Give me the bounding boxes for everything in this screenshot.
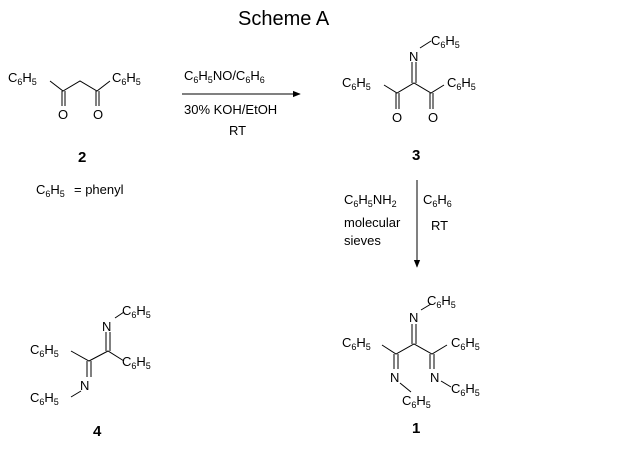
reaction-2-reagent-amine: C6H5NH2 [344,192,397,209]
reaction-arrow-1: C6H5NO/C6H6 30% KOH/EtOH RT [182,68,301,138]
compound-2-phenyl-right: C6H5 [112,70,141,87]
compound-4-phenyl-left: C6H5 [30,342,59,359]
compound-3-number: 3 [412,147,420,164]
compound-3-n-phenyl-bond [419,40,432,49]
phenyl-note-text: = phenyl [74,182,124,197]
compound-2-oxygen-left: O [58,107,68,122]
reaction-1-reagent-middle: 30% KOH/EtOH [184,102,277,117]
compound-3-oxygen-left: O [392,110,402,125]
compound-1-nitrogen-top: N [409,310,418,325]
compound-1-backbone [381,343,448,355]
compound-4-bottom-n-phenyl-bond [70,390,82,398]
reaction-1-reagent-bottom: RT [229,123,246,138]
compound-1-top-n-phenyl: C6H5 [427,293,456,310]
compound-3-oxygen-right: O [428,110,438,125]
compound-4-phenyl-right: C6H5 [122,354,151,371]
compound-1-right-n-phenyl-bond [440,380,452,388]
compound-1-phenyl-left: C6H5 [342,335,371,352]
compound-4-number: 4 [93,423,102,440]
compound-2-number: 2 [78,149,86,166]
compound-3-phenyl-left: C6H5 [342,75,371,92]
compound-3-nitrogen: N [409,49,418,64]
reaction-arrow-2: C6H5NH2 molecular sieves C6H6 RT [344,180,452,268]
compound-3-structure: N C6H5 C6H5 C6H5 O O [342,33,476,125]
compound-4-nitrogen-top: N [102,319,111,334]
reaction-2-reagent-molecular: molecular [344,215,401,230]
compound-2-phenyl-left: C6H5 [8,70,37,87]
compound-3-backbone [383,82,445,94]
compound-4-structure: N C6H5 C6H5 C6H5 N C6H5 [30,303,151,407]
compound-1-right-n-phenyl: C6H5 [451,381,480,398]
compound-1-top-n-phenyl-bond [420,303,432,311]
reaction-2-reagent-sieves: sieves [344,233,381,248]
compound-4-top-n-phenyl: C6H5 [122,303,151,320]
compound-3-phenyl-right: C6H5 [447,75,476,92]
phenyl-note-formula: C6H5 [36,182,65,199]
compound-1-phenyl-right: C6H5 [451,335,480,352]
compound-2-backbone [49,80,111,92]
reaction-2-reagent-benzene: C6H6 [423,192,452,209]
compound-1-nitrogen-left: N [390,370,399,385]
compound-2-structure: C6H5 C6H5 O O [8,70,141,122]
compound-4-bottom-n-phenyl: C6H5 [30,390,59,407]
compound-3-n-phenyl: C6H5 [431,33,460,50]
reaction-2-reagent-rt: RT [431,218,448,233]
compound-1-left-n-phenyl-bond [399,382,412,393]
compound-1-number: 1 [412,420,420,437]
reaction-1-reagent-top: C6H5NO/C6H6 [184,68,265,85]
compound-2-oxygen-right: O [93,107,103,122]
scheme-title: Scheme A [238,8,330,30]
compound-4-backbone [70,350,125,362]
compound-1-structure: N C6H5 C6H5 C6H5 N C6H5 N C6H5 [342,293,480,410]
compound-1-nitrogen-right: N [430,370,439,385]
compound-1-left-n-phenyl: C6H5 [402,393,431,410]
compound-4-nitrogen-bottom: N [80,378,89,393]
compound-4-top-n-phenyl-bond [114,311,125,319]
